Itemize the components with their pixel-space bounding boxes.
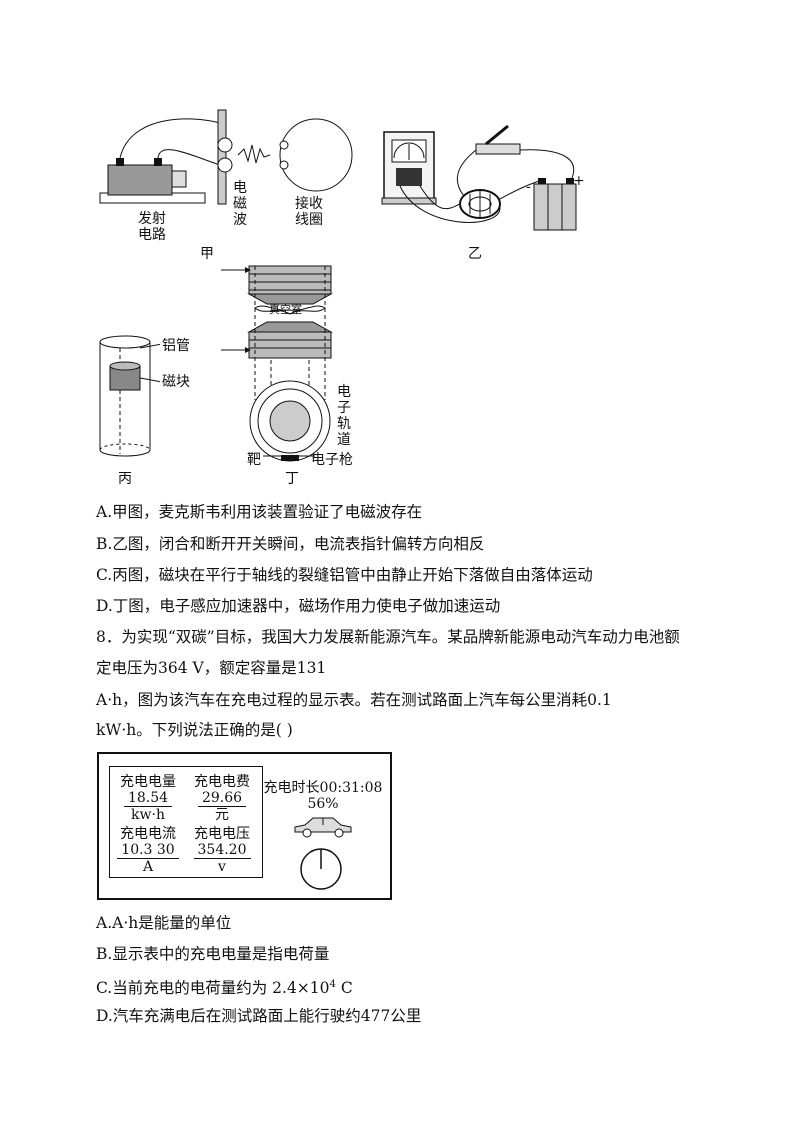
q7-option-d: D.丁图，电子感应加速器中，磁场作用力使电子做加速运动 — [96, 597, 501, 615]
q7-option-c: C.丙图，磁块在平行于轴线的裂缝铝管中由静止开始下落做自由落体运动 — [96, 566, 593, 584]
minus-label: - — [526, 179, 531, 195]
fee-value: 29.66 — [197, 790, 247, 807]
figure-yi — [381, 124, 577, 231]
q8-option-c-text: C.当前充电的电荷量约为 2.4×10 — [96, 979, 330, 998]
voltage-unit: v — [218, 859, 226, 875]
plus-label: + — [573, 173, 585, 189]
q8-option-d: D.汽车充满电后在测试路面上能行驶约477公里 — [96, 1007, 422, 1025]
q7-option-a: A.甲图，麦克斯韦利用该装置验证了电磁波存在 — [96, 503, 423, 521]
charging-display: 充电电量 18.54 kw·h 充电电费 29.66 元 充电电流 10.3 3… — [97, 752, 392, 900]
caption-jia: 甲 — [200, 246, 214, 262]
q8-option-c: C.当前充电的电荷量约为 2.4×104 C — [96, 975, 353, 998]
q8-line-1: 8．为实现“双碳”目标，我国大力发展新能源汽车。某品牌新能源电动汽车动力电池额 — [96, 628, 680, 646]
energy-label: 充电电量 — [120, 774, 176, 790]
receiver-label: 接收 线圈 — [295, 196, 323, 228]
q8-option-a: A.A·h是能量的单位 — [96, 914, 232, 932]
gun-label: 电子枪 — [311, 452, 353, 468]
current-value: 10.3 30 — [117, 842, 179, 859]
voltage-value: 354.20 — [193, 842, 251, 859]
car-icon — [294, 817, 352, 838]
q8-option-c-exponent: 4 — [329, 979, 336, 990]
caption-yi: 乙 — [468, 246, 482, 262]
voltage-label: 充电电压 — [194, 826, 250, 842]
tube-label: 铝管 — [162, 338, 190, 354]
fee-unit: 元 — [215, 807, 229, 823]
figure-jia — [99, 109, 353, 205]
figure-bing — [99, 335, 160, 457]
q8-line-3: A·h，图为该汽车在充电过程的显示表。若在测试路面上汽车每公里消耗0.1 — [96, 691, 612, 709]
current-cell: 充电电流 10.3 30 A — [113, 826, 183, 875]
energy-value: 18.54 — [123, 790, 173, 807]
target-label: 靶 — [247, 452, 261, 468]
current-unit: A — [142, 859, 154, 875]
energy-cell: 充电电量 18.54 kw·h — [113, 774, 183, 823]
q8-line-4: kW·h。下列说法正确的是( ) — [96, 721, 293, 739]
figure-ding — [221, 265, 333, 462]
fee-cell: 充电电费 29.66 元 — [187, 774, 257, 823]
orbit-label: 电 子 轨 道 — [337, 384, 351, 448]
q8-line-2: 定电压为364 V，额定容量是131 — [96, 659, 327, 677]
transmitter-label: 发射 电路 — [138, 211, 166, 243]
magnet-label: 磁块 — [162, 374, 190, 390]
q8-option-b: B.显示表中的充电电量是指电荷量 — [96, 945, 330, 963]
q7-option-b: B.乙图，闭合和断开开关瞬间，电流表指针偏转方向相反 — [96, 535, 485, 553]
vacuum-label: 真空室 — [269, 303, 302, 316]
caption-ding: 丁 — [285, 471, 299, 487]
q8-option-c-unit: C — [335, 979, 353, 998]
wave-label: 电 磁 波 — [233, 180, 247, 228]
percent-label: 56% — [307, 796, 339, 812]
time-label: 充电时长00:31:08 — [263, 780, 383, 796]
power-gauge-icon — [300, 848, 342, 890]
display-inner-panel — [109, 766, 263, 878]
energy-unit: kw·h — [131, 807, 165, 823]
fee-label: 充电电费 — [194, 774, 250, 790]
caption-bing: 丙 — [118, 471, 132, 487]
voltage-cell: 充电电压 354.20 v — [187, 826, 257, 875]
current-label: 充电电流 — [120, 826, 176, 842]
